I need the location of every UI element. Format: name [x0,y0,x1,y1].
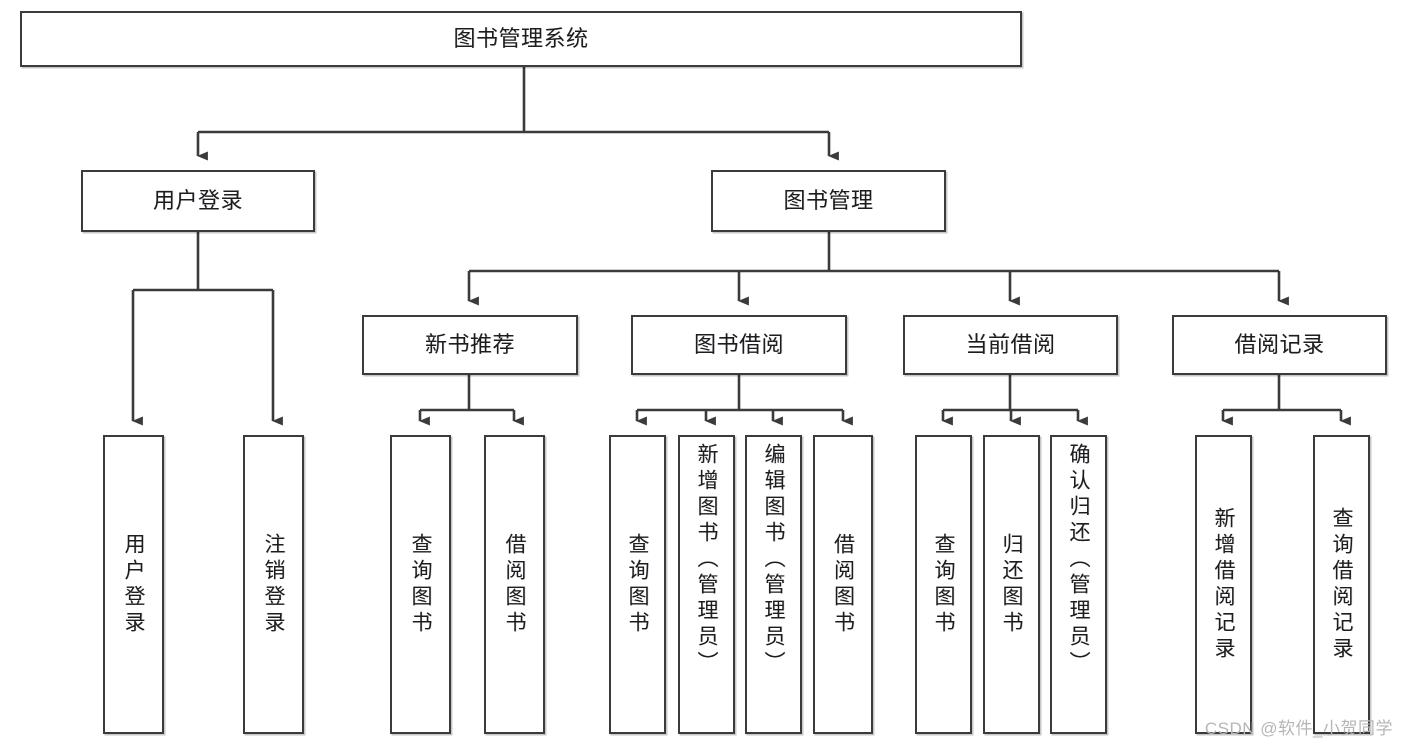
leaf-return-books[interactable]: 归还图书 [983,435,1040,734]
node-label: 当前借阅 [965,331,1056,357]
node-borrow-records[interactable]: 借阅记录 [1172,315,1387,375]
node-label: 查询图书 [409,532,432,637]
node-user-login[interactable]: 用户登录 [81,170,315,232]
node-label: 图书管理 [783,187,874,213]
leaf-query-books-new[interactable]: 查询图书 [390,435,451,734]
leaf-query-books-borrow[interactable]: 查询图书 [609,435,666,734]
node-current-borrowing[interactable]: 当前借阅 [903,315,1118,375]
leaf-borrow-books-new[interactable]: 借阅图书 [484,435,545,734]
leaf-logout[interactable]: 注销登录 [243,435,304,734]
node-label: 新增借阅记录 [1212,506,1235,663]
node-label: 用户登录 [122,532,145,637]
leaf-query-books-current[interactable]: 查询图书 [915,435,972,734]
leaf-borrow-books[interactable]: 借阅图书 [813,435,873,734]
node-label: 编辑图书（管理员） [762,443,785,677]
watermark-text: CSDN @软件_小贺同学 [1204,719,1393,738]
node-label: 归还图书 [1000,532,1023,637]
leaf-add-borrow-record[interactable]: 新增借阅记录 [1195,435,1252,734]
node-label: 查询图书 [932,532,955,637]
node-new-book-recommendation[interactable]: 新书推荐 [362,315,578,375]
node-label: 注销登录 [262,532,285,637]
node-label: 借阅图书 [503,532,526,637]
node-label: 查询借阅记录 [1330,506,1353,663]
node-label: 图书借阅 [693,331,784,357]
node-root-book-management-system[interactable]: 图书管理系统 [20,11,1022,67]
node-book-borrowing[interactable]: 图书借阅 [631,315,847,375]
leaf-user-login[interactable]: 用户登录 [103,435,164,734]
node-label: 用户登录 [152,187,243,213]
leaf-edit-book-admin[interactable]: 编辑图书（管理员） [745,435,802,734]
node-book-management[interactable]: 图书管理 [711,170,946,232]
node-label: 新增图书（管理员） [695,443,718,677]
leaf-add-book-admin[interactable]: 新增图书（管理员） [678,435,735,734]
node-label: 借阅记录 [1234,331,1325,357]
leaf-confirm-return-admin[interactable]: 确认归还（管理员） [1050,435,1107,734]
leaf-query-borrow-record[interactable]: 查询借阅记录 [1313,435,1370,734]
node-label: 借阅图书 [831,532,855,637]
node-label: 查询图书 [626,532,649,637]
node-label: 图书管理系统 [453,25,589,51]
node-label: 确认归还（管理员） [1067,443,1090,677]
node-label: 新书推荐 [424,331,515,357]
